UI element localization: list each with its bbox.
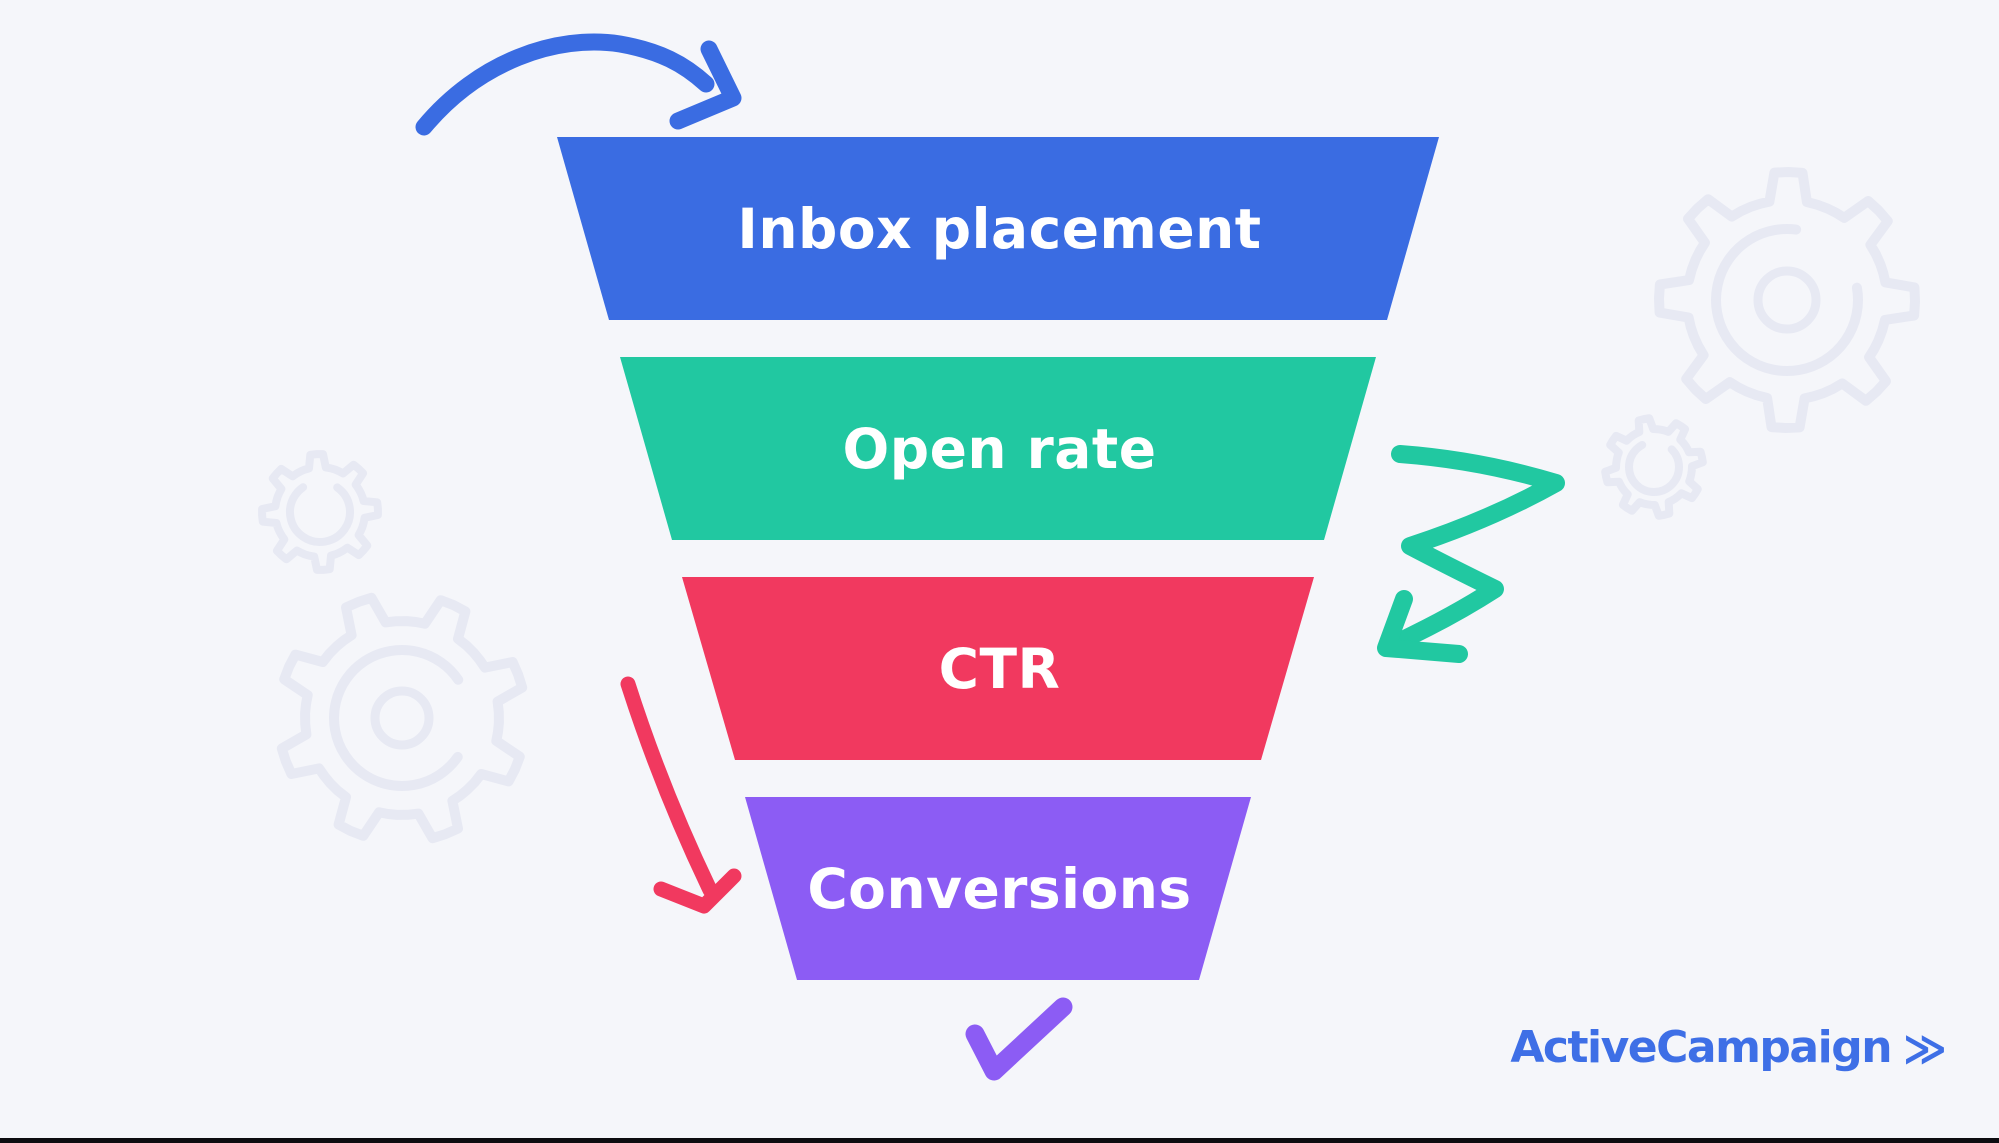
activecampaign-logo: ActiveCampaign ≫ xyxy=(1510,1022,1947,1073)
down-arrow-icon xyxy=(620,676,742,914)
gear-icon xyxy=(276,592,528,844)
checkmark-icon xyxy=(965,997,1073,1081)
curved-arrow-icon xyxy=(415,33,742,136)
funnel xyxy=(557,137,1439,980)
gear-icon xyxy=(1654,167,1920,433)
funnel-stage-ctr-shape xyxy=(682,577,1314,760)
activecampaign-logo-text: ActiveCampaign xyxy=(1510,1022,1892,1073)
funnel-stage-conversions-shape xyxy=(745,797,1251,980)
bottom-edge-bar xyxy=(0,1138,1999,1143)
funnel-stage-open-rate-shape xyxy=(620,357,1376,540)
gear-icon xyxy=(1601,414,1707,520)
gear-icon xyxy=(258,450,382,574)
activecampaign-logo-chevrons-icon: ≫ xyxy=(1903,1024,1947,1073)
background-gears xyxy=(258,167,1920,844)
zigzag-arrow-icon xyxy=(1377,445,1565,663)
funnel-stage-inbox-placement-shape xyxy=(557,137,1439,320)
